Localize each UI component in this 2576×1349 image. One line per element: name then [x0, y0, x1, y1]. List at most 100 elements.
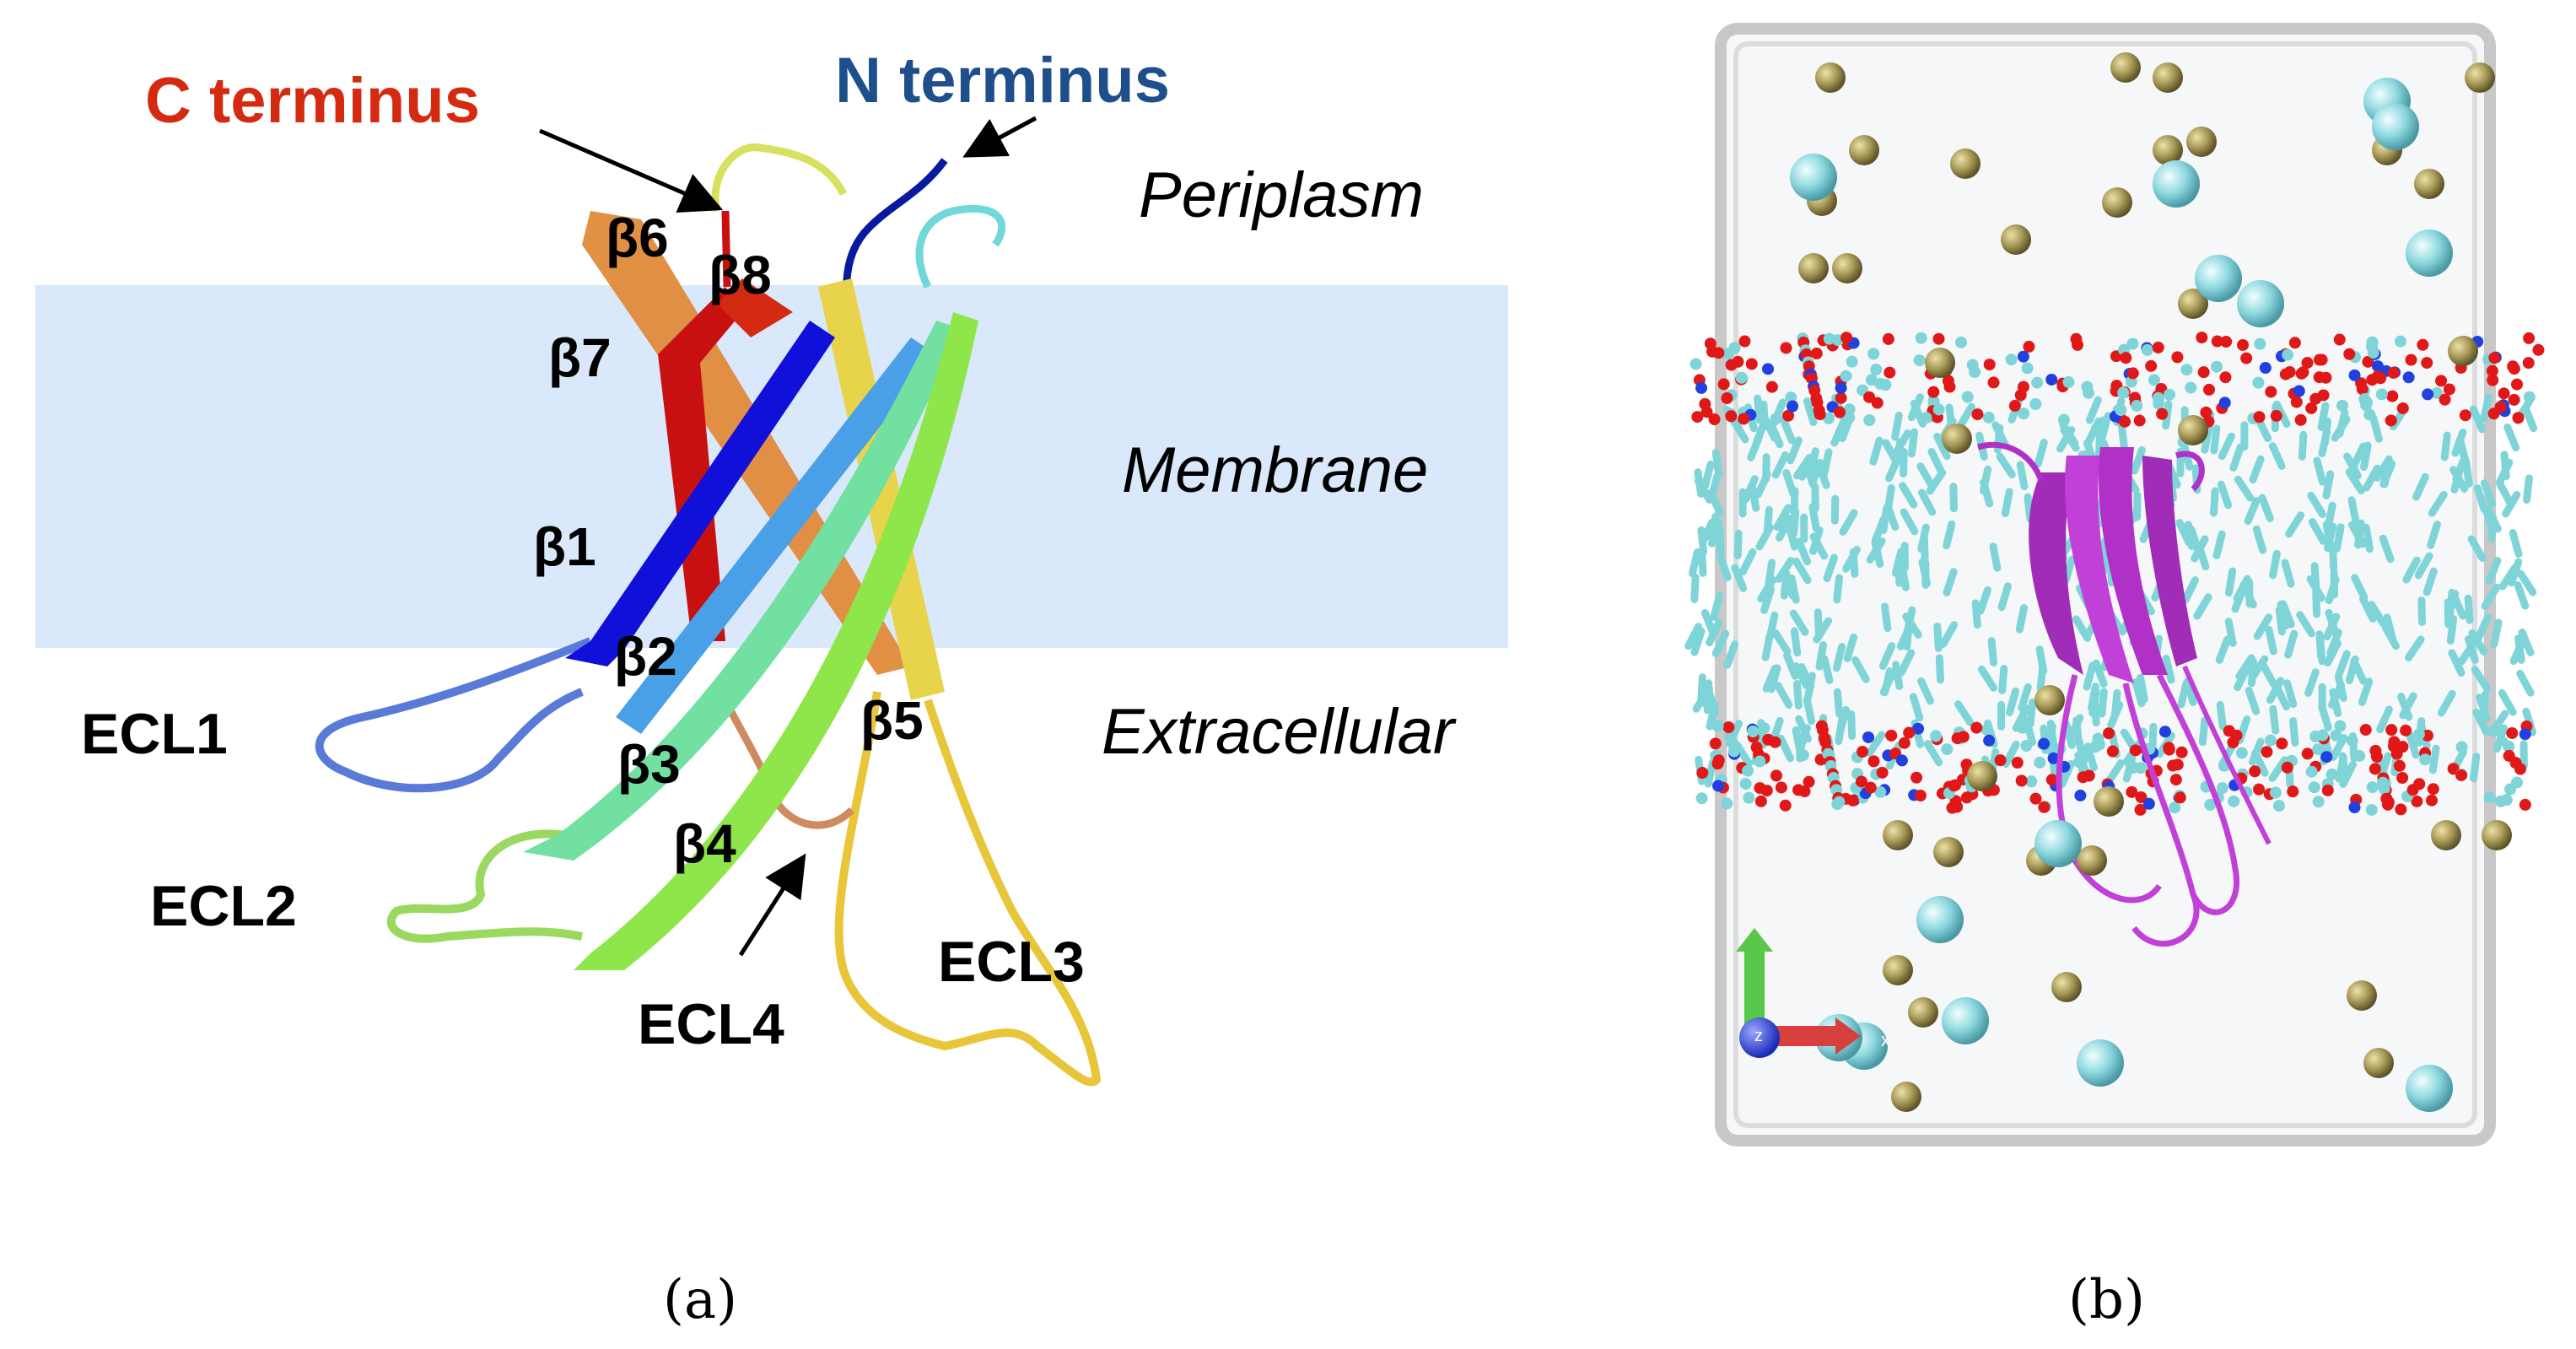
cyan-ion	[2034, 820, 2082, 867]
lipid-head-atom	[2295, 367, 2308, 380]
lipid-tail-segment	[2412, 472, 2429, 501]
lipid-tail-segment	[2193, 593, 2212, 620]
c-terminus-coil	[721, 210, 731, 288]
lipid-tail-segment	[2162, 655, 2175, 684]
lipid-head-atom	[1770, 769, 1782, 782]
lipid-tail-segment	[2316, 635, 2326, 666]
lipid-head-atom	[2203, 383, 2216, 396]
gold-ion	[2448, 336, 2478, 366]
lipid-head-atom	[1708, 413, 1721, 426]
lipid-tail-segment	[2332, 523, 2345, 553]
lipid-tail-segment	[2249, 737, 2265, 766]
lipid-tail-segment	[1909, 693, 1924, 722]
lipid-head-atom	[1739, 778, 1752, 791]
lipid-tail-segment	[2026, 698, 2037, 728]
lipid-head-atom	[1864, 781, 1877, 794]
lipid-head-atom	[2038, 737, 2051, 750]
strand-b3-label: β3	[617, 734, 681, 795]
lipid-tail-segment	[1971, 599, 1981, 629]
lipid-tail-segment	[1847, 710, 1857, 741]
lipid-head-atom	[2029, 398, 2042, 411]
lipid-head-atom	[2504, 783, 2517, 796]
lipid-head-atom	[2321, 784, 2334, 796]
periplasmic-turn-cyan	[915, 204, 1006, 289]
lipid-head-atom	[2017, 380, 2029, 393]
ecl4-label: ECL4	[638, 992, 784, 1056]
lipid-head-atom	[1706, 345, 1718, 358]
lipid-tail-segment	[1797, 453, 1816, 481]
lipid-tail-segment	[1711, 449, 1723, 478]
lipid-tail-segment	[1716, 553, 1732, 581]
lipid-head-atom	[1782, 409, 1795, 422]
lipid-tail-segment	[1792, 662, 1811, 690]
lipid-head-atom	[2185, 381, 2197, 394]
lipid-head-atom	[1874, 785, 1887, 798]
lipid-tail-segment	[2464, 635, 2479, 664]
lipid-head-atom	[2508, 363, 2520, 375]
lipid-head-atom	[1780, 342, 1792, 354]
lipid-head-atom	[2305, 765, 2318, 778]
lipid-head-atom	[1863, 414, 1876, 427]
lipid-tail-segment	[2323, 612, 2341, 641]
lipid-tail-segment	[2379, 460, 2396, 488]
lipid-head-atom	[2301, 357, 2314, 370]
lipid-tail-segment	[2229, 443, 2245, 472]
lipid-tail-segment	[2224, 618, 2237, 647]
lipid-tail-segment	[1747, 433, 1763, 461]
lipid-tail-segment	[1891, 548, 1905, 577]
lipid-head-atom	[2294, 413, 2307, 426]
lipid-tail-segment	[2490, 618, 2503, 649]
lipid-head-atom	[2228, 795, 2240, 807]
lipid-tail-segment	[2224, 567, 2237, 597]
lipid-tail-segment	[2468, 629, 2488, 656]
lipid-head-atom	[2038, 801, 2051, 813]
lipid-head-atom	[2406, 784, 2419, 796]
lipid-head-atom	[1970, 721, 1983, 734]
lipid-head-atom	[2045, 774, 2058, 786]
lipid-tail-segment	[2072, 615, 2092, 642]
gold-ion	[1883, 955, 1913, 985]
lipid-head-atom	[2365, 803, 2378, 816]
lipid-tail-segment	[1813, 617, 1833, 644]
lipid-tail-segment	[1903, 606, 1916, 635]
lipid-tail-segment	[1782, 468, 1797, 498]
lipid-tail-segment	[2476, 693, 2491, 722]
gold-ion	[1942, 424, 1972, 454]
lipid-head-atom	[2375, 388, 2388, 401]
lipid-tail-segment	[2059, 420, 2079, 447]
lipid-tail-segment	[2085, 396, 2102, 424]
lipid-head-atom	[2320, 751, 2333, 764]
lipid-tail-segment	[2131, 678, 2146, 708]
lipid-tail-segment	[2350, 657, 2368, 685]
lipid-head-atom	[1983, 734, 1996, 747]
lipid-tail-segment	[2265, 625, 2277, 656]
lipid-head-atom	[2387, 740, 2400, 753]
lipid-tail-segment	[2209, 487, 2219, 517]
lipid-head-atom	[2253, 783, 2266, 796]
lipid-head-atom	[2417, 338, 2429, 351]
lipid-head-atom	[1721, 797, 1733, 810]
lipid-tail-segment	[1755, 523, 1774, 551]
lipid-tail-segment	[1956, 402, 1975, 430]
lipid-tail-segment	[1793, 680, 1803, 710]
lipid-tail-segment	[2217, 480, 2233, 510]
lipid-head-atom	[1914, 790, 1927, 802]
lipid-tail-segment	[1690, 627, 1706, 656]
lipid-head-atom	[2532, 343, 2545, 356]
lipid-head-atom	[1862, 731, 1875, 743]
lipid-head-atom	[2015, 774, 2028, 787]
axis-x-label: x	[1881, 1029, 1890, 1050]
lipid-head-atom	[2240, 352, 2253, 364]
lipid-tail-segment	[2289, 717, 2299, 747]
ecl2-loop	[386, 829, 583, 943]
n-terminus-coil	[843, 158, 948, 305]
lipid-head-atom	[1835, 391, 1847, 404]
lipid-tail-segment	[1842, 546, 1861, 573]
periplasm-label: Periplasm	[1139, 159, 1424, 231]
lipid-head-atom	[2005, 353, 2018, 366]
lipid-head-atom	[1981, 723, 1993, 736]
axis-triad	[1736, 928, 1861, 1058]
strand-b5-label: β5	[860, 690, 924, 751]
lipid-head-atom	[2220, 336, 2233, 348]
lipid-tail-segment	[1892, 429, 1912, 456]
